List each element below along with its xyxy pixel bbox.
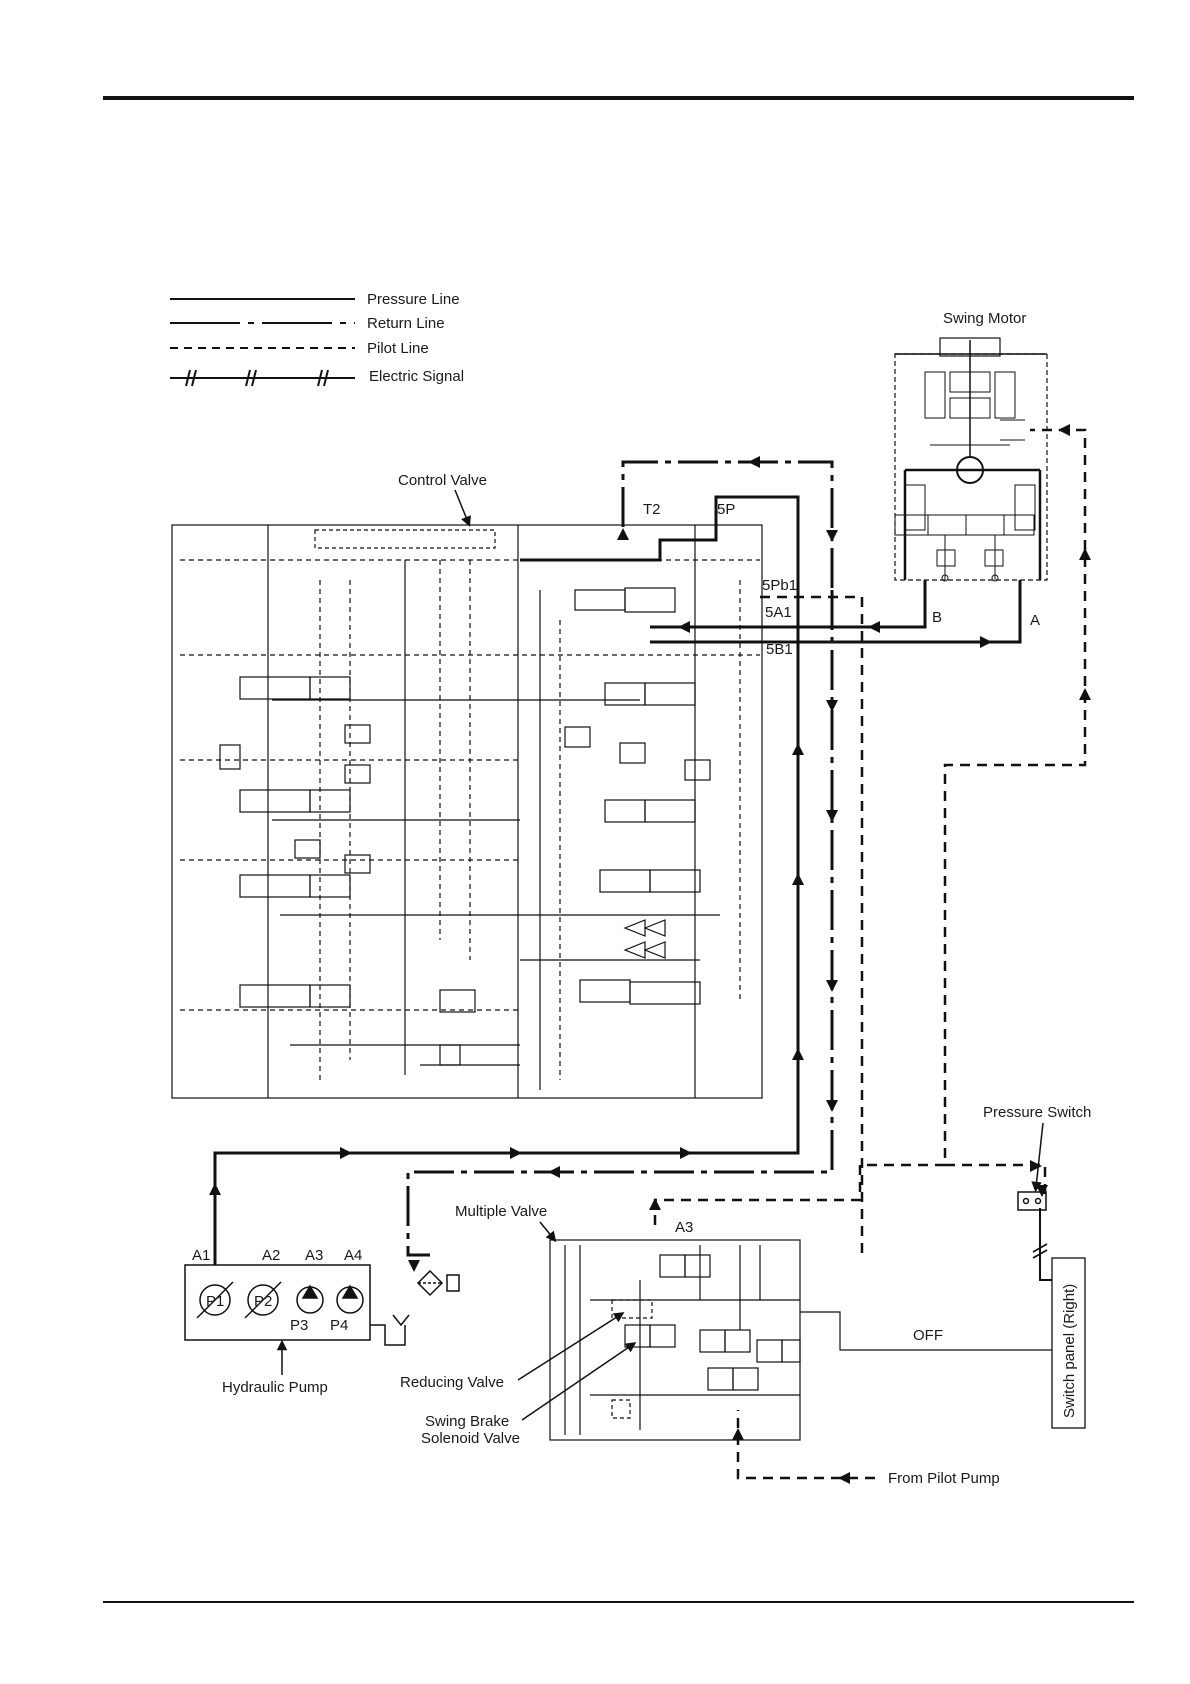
5b1-label: 5B1 bbox=[766, 641, 793, 658]
t2-return-line bbox=[623, 462, 832, 590]
return-line-to-tank bbox=[408, 590, 832, 1255]
reducing-valve-leader bbox=[518, 1315, 620, 1380]
multiple-valve-label: Multiple Valve bbox=[455, 1203, 547, 1220]
swing-motor bbox=[895, 338, 1047, 581]
pump-p1-pressure-line bbox=[215, 627, 798, 1265]
return-filter bbox=[418, 1271, 459, 1295]
legend-return-label: Return Line bbox=[367, 315, 445, 332]
from-pilot-pump-label: From Pilot Pump bbox=[888, 1470, 1000, 1487]
pump-p3-label: P3 bbox=[290, 1317, 308, 1334]
pressure-switch-label: Pressure Switch bbox=[983, 1104, 1091, 1121]
off-label: OFF bbox=[913, 1327, 943, 1344]
port-a-label: A bbox=[1030, 612, 1040, 629]
5b1-line bbox=[650, 580, 1020, 642]
swing-brake-label-line2: Solenoid Valve bbox=[421, 1430, 520, 1447]
control-valve-label: Control Valve bbox=[398, 472, 487, 489]
legend-electric-label: Electric Signal bbox=[369, 368, 464, 385]
switch-panel-label: Switch panel (Right) bbox=[1061, 1284, 1078, 1418]
legend-pressure-label: Pressure Line bbox=[367, 291, 460, 308]
control-valve bbox=[172, 525, 762, 1098]
pressure-switch-leader bbox=[1036, 1123, 1043, 1187]
multiple-valve-leader bbox=[540, 1222, 553, 1238]
pump-p4-label: P4 bbox=[330, 1317, 348, 1334]
5p-label: 5P bbox=[717, 501, 735, 518]
pump-p2-label: P2 bbox=[254, 1293, 272, 1310]
multiple-valve bbox=[550, 1240, 800, 1440]
control-valve-leader bbox=[455, 490, 468, 522]
multiple-valve-a3-label: A3 bbox=[675, 1219, 693, 1236]
switch-panel: Switch panel (Right) bbox=[1052, 1258, 1085, 1428]
port-b-label: B bbox=[932, 609, 942, 626]
pump-port-a4: A4 bbox=[344, 1247, 362, 1264]
swing-brake-label-line1: Swing Brake bbox=[425, 1413, 509, 1430]
swing-brake-leader bbox=[522, 1345, 632, 1420]
legend: Pressure Line Return Line Pilot Line Ele… bbox=[170, 291, 464, 386]
pump-port-a1: A1 bbox=[192, 1247, 210, 1264]
reducing-valve-label: Reducing Valve bbox=[400, 1374, 504, 1391]
t2-label: T2 bbox=[643, 501, 661, 518]
pump-port-a3: A3 bbox=[305, 1247, 323, 1264]
from-pilot-pump-line bbox=[738, 1410, 875, 1478]
swing-motor-label: Swing Motor bbox=[943, 310, 1026, 327]
legend-pilot-label: Pilot Line bbox=[367, 340, 429, 357]
5a1-label: 5A1 bbox=[765, 604, 792, 621]
hydraulic-pump-label: Hydraulic Pump bbox=[222, 1379, 328, 1396]
legend-electric-line bbox=[170, 370, 355, 386]
5pb1-label: 5Pb1 bbox=[762, 577, 797, 594]
pump-p1-label: P1 bbox=[206, 1293, 224, 1310]
pump-port-a2: A2 bbox=[262, 1247, 280, 1264]
5pb1-pilot-line bbox=[760, 597, 862, 1253]
